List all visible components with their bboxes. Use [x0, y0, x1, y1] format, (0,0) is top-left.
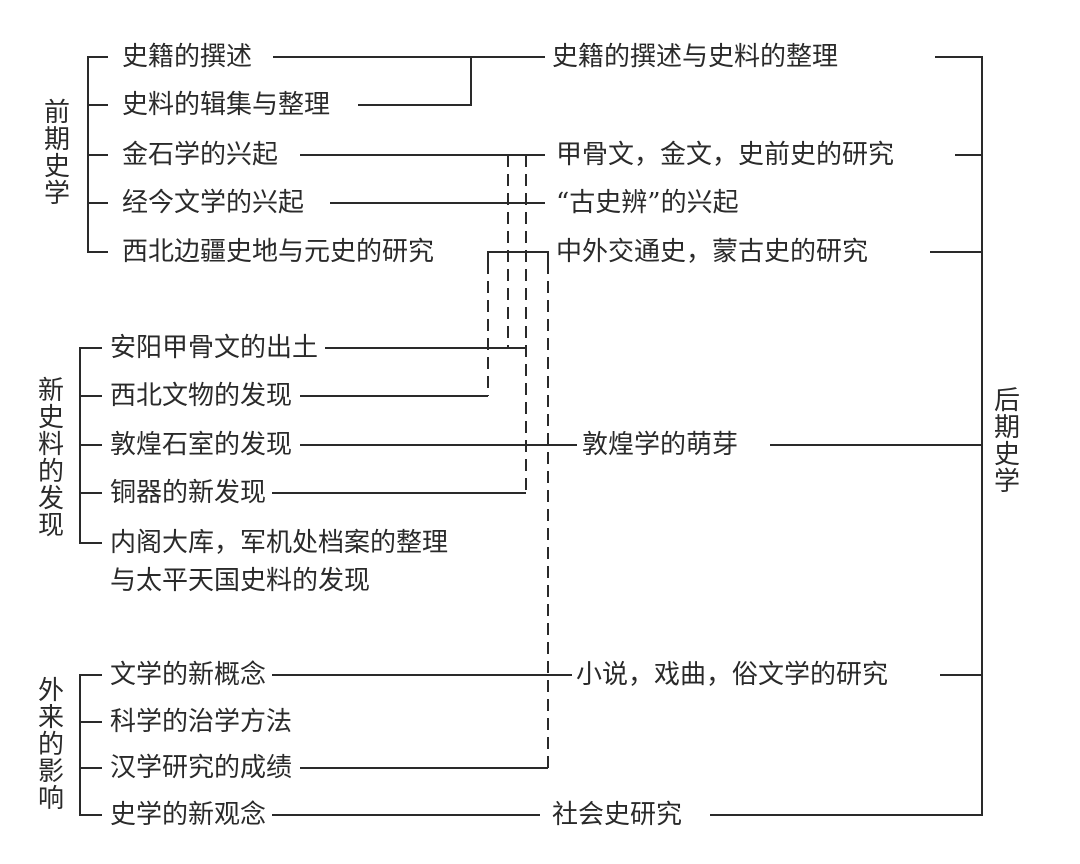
early-item: 史籍的撰述 — [118, 42, 257, 72]
early-item: 金石学的兴起 — [118, 140, 283, 170]
later-item: 甲骨文，金文，史前史的研究 — [552, 140, 899, 170]
new-material-item: 铜器的新发现 — [106, 478, 271, 508]
early-item: 西北边疆史地与元史的研究 — [118, 237, 439, 267]
early-item: 史料的辑集与整理 — [118, 90, 335, 120]
later-item: 史籍的撰述与史料的整理 — [548, 42, 843, 72]
later-item: 小说，戏曲，俗文学的研究 — [572, 660, 893, 690]
new-material-item: 西北文物的发现 — [106, 381, 297, 411]
bracket-foreign — [79, 674, 102, 816]
new-material-item-continued: 与太平天国史料的发现 — [106, 566, 375, 596]
foreign-item: 文学的新概念 — [106, 660, 271, 690]
link-line — [358, 57, 472, 106]
link-line — [487, 251, 549, 262]
later-item: 敦煌学的萌芽 — [578, 430, 743, 460]
group-label-new-materials: 新史料的发现 — [37, 376, 64, 541]
new-material-item: 敦煌石室的发现 — [106, 430, 297, 460]
early-item: 经今文学的兴起 — [118, 188, 309, 218]
group-label-foreign: 外来的影响 — [37, 676, 64, 814]
group-label-early: 前期史学 — [43, 98, 70, 209]
group-label-later: 后期史学 — [993, 386, 1020, 497]
foreign-item: 科学的治学方法 — [106, 707, 297, 737]
foreign-item: 汉学研究的成绩 — [106, 753, 297, 783]
new-material-item: 内阁大库，军机处档案的整理 — [106, 528, 453, 558]
later-item: 中外交通史，蒙古史的研究 — [552, 237, 873, 267]
later-item: “古史辨”的兴起 — [552, 188, 743, 218]
later-item: 社会史研究 — [548, 800, 687, 830]
new-material-item: 安阳甲骨文的出土 — [106, 333, 323, 363]
foreign-item: 史学的新观念 — [106, 800, 271, 830]
bracket-later — [710, 56, 983, 816]
